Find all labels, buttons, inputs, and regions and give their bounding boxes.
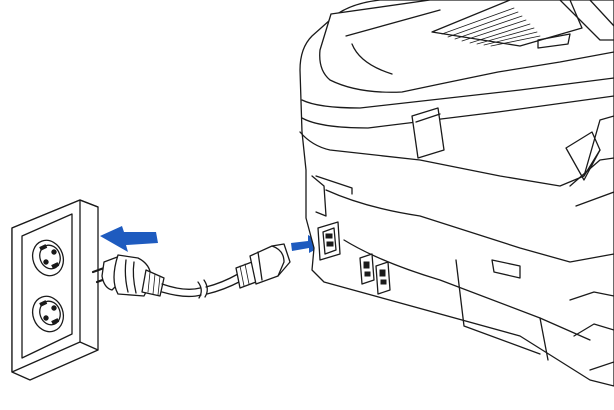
wall-plug [91,254,165,297]
iec-connector [235,243,291,289]
printer-front-flap [411,107,445,159]
printer [299,0,614,387]
left-arrow-icon [100,226,158,252]
wall-outlet [11,199,99,381]
power-cord [161,273,242,299]
lower-socket [31,295,65,333]
upper-socket [31,239,65,277]
printer-line-jacks [359,253,391,295]
printer-power-inlet [317,221,341,261]
printer-top-lid [319,0,614,93]
